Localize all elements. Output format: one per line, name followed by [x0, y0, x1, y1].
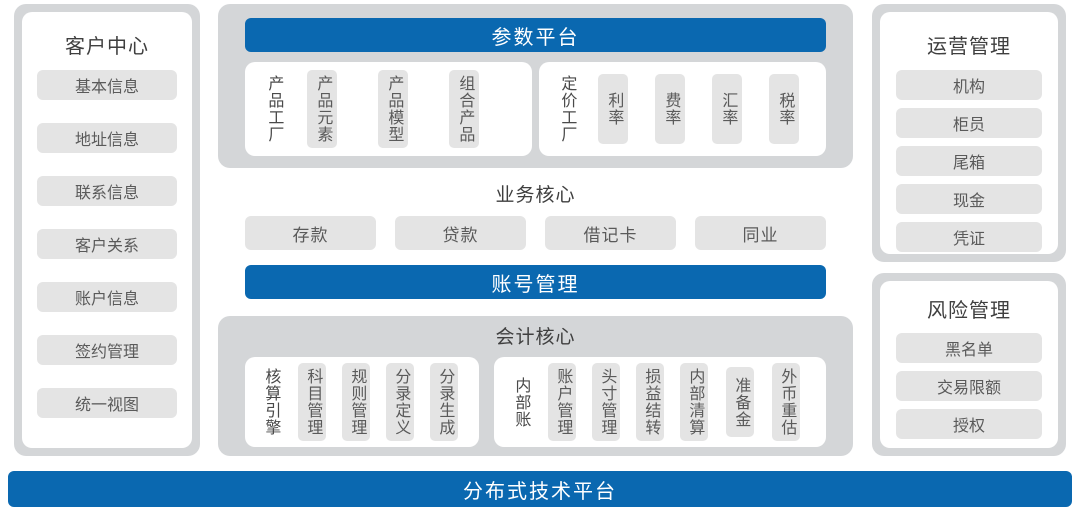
distributed-tech-platform-bar[interactable]: 分布式技术平台: [8, 471, 1072, 507]
business-core-item-interbank[interactable]: 同业: [695, 216, 826, 250]
risk-item-authorization[interactable]: 授权: [896, 409, 1042, 439]
operations-item-cash-box[interactable]: 尾箱: [896, 146, 1042, 176]
customer-center-item-contact-info[interactable]: 联系信息: [37, 176, 177, 206]
composite-product-chip[interactable]: 组合产品: [449, 70, 479, 148]
exchange-rate-chip[interactable]: 汇率: [712, 74, 742, 144]
risk-item-transaction-limit[interactable]: 交易限额: [896, 371, 1042, 401]
reserve-fund-chip[interactable]: 准备金: [726, 367, 754, 437]
customer-center-item-relationship[interactable]: 客户关系: [37, 229, 177, 259]
tax-rate-chip[interactable]: 税率: [769, 74, 799, 144]
entry-generation-chip[interactable]: 分录生成: [430, 363, 458, 441]
business-core-item-loan[interactable]: 贷款: [395, 216, 526, 250]
position-management-chip[interactable]: 头寸管理: [592, 363, 620, 441]
risk-item-blacklist[interactable]: 黑名单: [896, 333, 1042, 363]
interest-rate-chip[interactable]: 利率: [598, 74, 628, 144]
internal-ledger-label: 内部账: [512, 376, 530, 428]
customer-center-item-address-info[interactable]: 地址信息: [37, 123, 177, 153]
customer-center-item-contract-mgmt[interactable]: 签约管理: [37, 335, 177, 365]
accounting-core-title: 会计核心: [495, 327, 576, 348]
parameter-platform-title-bar[interactable]: 参数平台: [245, 18, 826, 52]
pnl-settlement-chip[interactable]: 损益结转: [636, 363, 664, 441]
risk-management-title: 风险管理: [927, 300, 1011, 322]
rule-management-chip[interactable]: 规则管理: [342, 363, 370, 441]
customer-center-title: 客户中心: [65, 36, 149, 58]
operations-management-title: 运营管理: [927, 36, 1011, 58]
pricing-factory-label: 定价工厂: [558, 75, 576, 143]
business-core-item-debit-card[interactable]: 借记卡: [545, 216, 676, 250]
business-core-title: 业务核心: [495, 185, 576, 206]
customer-center-item-unified-view[interactable]: 统一视图: [37, 388, 177, 418]
account-management-bar[interactable]: 账号管理: [245, 265, 826, 299]
business-core-item-deposit[interactable]: 存款: [245, 216, 376, 250]
customer-center-item-basic-info[interactable]: 基本信息: [37, 70, 177, 100]
operations-item-institution[interactable]: 机构: [896, 70, 1042, 100]
product-factory-label: 产品工厂: [265, 75, 283, 143]
subject-management-chip[interactable]: 科目管理: [298, 363, 326, 441]
operations-item-cash[interactable]: 现金: [896, 184, 1042, 214]
entry-definition-chip[interactable]: 分录定义: [386, 363, 414, 441]
product-model-chip[interactable]: 产品模型: [378, 70, 408, 148]
customer-center-item-account-info[interactable]: 账户信息: [37, 282, 177, 312]
fee-rate-chip[interactable]: 费率: [655, 74, 685, 144]
internal-clearing-chip[interactable]: 内部清算: [680, 363, 708, 441]
account-management-chip[interactable]: 账户管理: [548, 363, 576, 441]
operations-item-teller[interactable]: 柜员: [896, 108, 1042, 138]
fx-revaluation-chip[interactable]: 外币重估: [772, 363, 800, 441]
product-element-chip[interactable]: 产品元素: [307, 70, 337, 148]
accounting-engine-label: 核算引擎: [262, 368, 280, 436]
operations-item-voucher[interactable]: 凭证: [896, 222, 1042, 252]
